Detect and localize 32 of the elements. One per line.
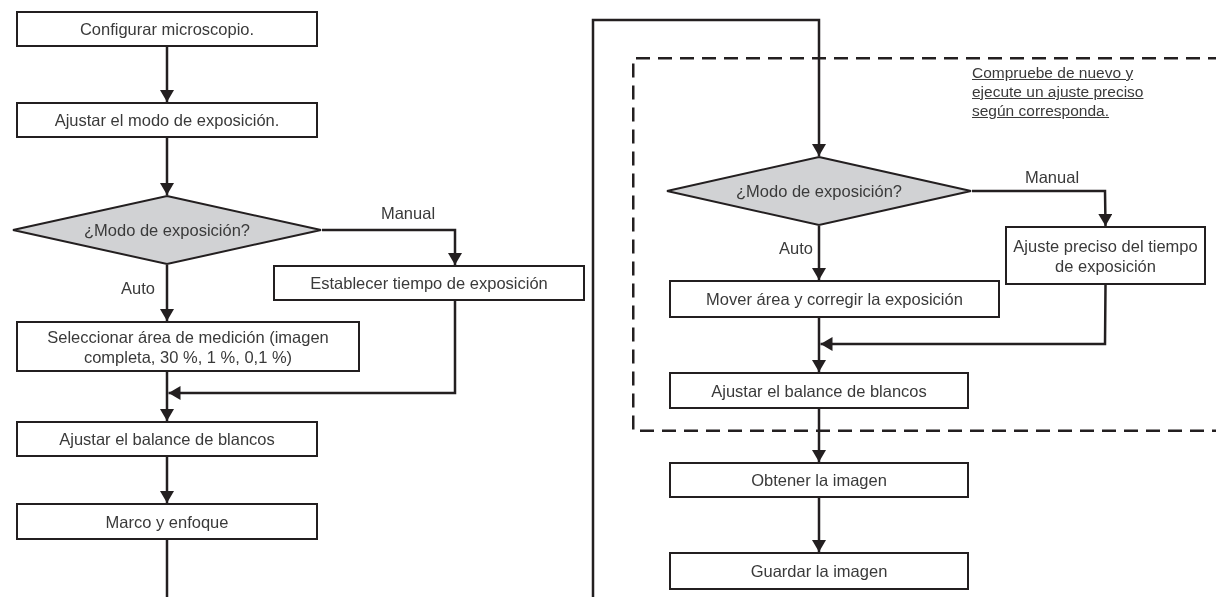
arrow xyxy=(972,189,1113,226)
arrow xyxy=(820,285,1107,351)
process-box: Ajustar el modo de exposición. xyxy=(16,102,318,138)
arrow xyxy=(812,318,826,372)
process-box: Ajuste preciso del tiempo de exposición xyxy=(1005,226,1206,285)
edge-label: Auto xyxy=(777,239,815,257)
process-box: Marco y enfoque xyxy=(16,503,318,540)
arrow xyxy=(168,301,457,400)
process-box: Ajustar el balance de blancos xyxy=(16,421,318,457)
dashed-region xyxy=(632,57,1216,432)
process-box: Establecer tiempo de exposición xyxy=(273,265,585,301)
process-box: Obtener la imagen xyxy=(669,462,969,498)
arrow xyxy=(322,228,462,265)
decision-diamond: ¿Modo de exposición? xyxy=(666,156,972,226)
arrow xyxy=(160,138,174,195)
process-box: Configurar microscopio. xyxy=(16,11,318,47)
edge-label: Auto xyxy=(119,279,157,297)
arrow xyxy=(160,47,174,102)
process-box: Seleccionar área de medición (imagen completa, 30 %, 1 %, 0,1 %) xyxy=(16,321,360,372)
note-text: Compruebe de nuevo y ejecute un ajuste preciso según corresponda. xyxy=(972,63,1145,120)
decision-diamond: ¿Modo de exposición? xyxy=(12,195,322,265)
arrow xyxy=(160,457,174,503)
arrow xyxy=(812,498,826,552)
arrow xyxy=(591,18,826,597)
process-box: Mover área y corregir la exposición xyxy=(669,280,1000,318)
process-box: Ajustar el balance de blancos xyxy=(669,372,969,409)
process-box: Guardar la imagen xyxy=(669,552,969,590)
arrow xyxy=(160,265,174,321)
connector-line xyxy=(165,540,169,597)
arrow xyxy=(160,372,174,421)
arrow xyxy=(812,226,826,280)
arrow xyxy=(812,409,826,462)
